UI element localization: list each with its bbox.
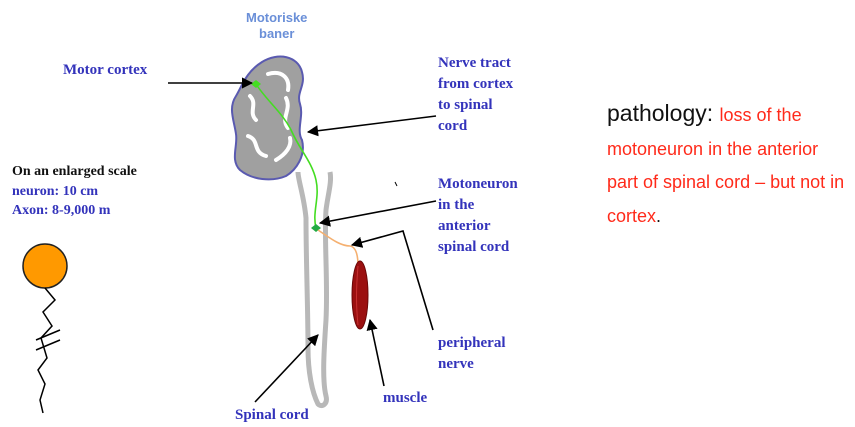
neuron-axon [38, 288, 55, 413]
label-line: Motoneuron [438, 174, 518, 195]
label-line: nerve [438, 354, 506, 375]
pathology-suffix: . [656, 206, 661, 226]
label-line: Nerve tract [438, 53, 513, 74]
muscle-shape [352, 261, 368, 329]
stray-mark [395, 182, 397, 186]
header-line-1: Motoriske [246, 10, 307, 26]
label-spinal-cord: Spinal cord [235, 405, 309, 426]
arrow-motoneuron [320, 201, 436, 223]
arrow-muscle [370, 320, 384, 386]
scale-note-title: On an enlarged scale [12, 162, 137, 182]
label-muscle: muscle [383, 388, 427, 409]
pathology-prefix: pathology: [607, 100, 720, 126]
arrow-nerve-tract [308, 116, 436, 132]
label-motoneuron: Motoneuron in the anterior spinal cord [438, 174, 518, 258]
neuron-soma [23, 244, 67, 288]
label-nerve-tract: Nerve tract from cortex to spinal cord [438, 53, 513, 137]
label-line: peripheral [438, 333, 506, 354]
spinal-cord-shape [298, 172, 331, 406]
scale-note-axon: Axon: 8-9,000 m [12, 201, 110, 221]
axon-break-mark-2 [36, 340, 60, 350]
label-line: in the [438, 195, 518, 216]
label-line: to spinal [438, 95, 513, 116]
label-motor-cortex: Motor cortex [63, 60, 147, 81]
label-line: anterior [438, 216, 518, 237]
axon-break-mark-1 [36, 330, 60, 340]
label-line: spinal cord [438, 237, 518, 258]
header-line-2: baner [246, 26, 307, 42]
pathology-note: pathology: loss of the motoneuron in the… [607, 97, 852, 233]
diagram-header: Motoriske baner [246, 10, 307, 42]
label-line: from cortex [438, 74, 513, 95]
scale-note-neuron: neuron: 10 cm [12, 182, 98, 202]
label-line: cord [438, 116, 513, 137]
label-peripheral-nerve: peripheral nerve [438, 333, 506, 375]
